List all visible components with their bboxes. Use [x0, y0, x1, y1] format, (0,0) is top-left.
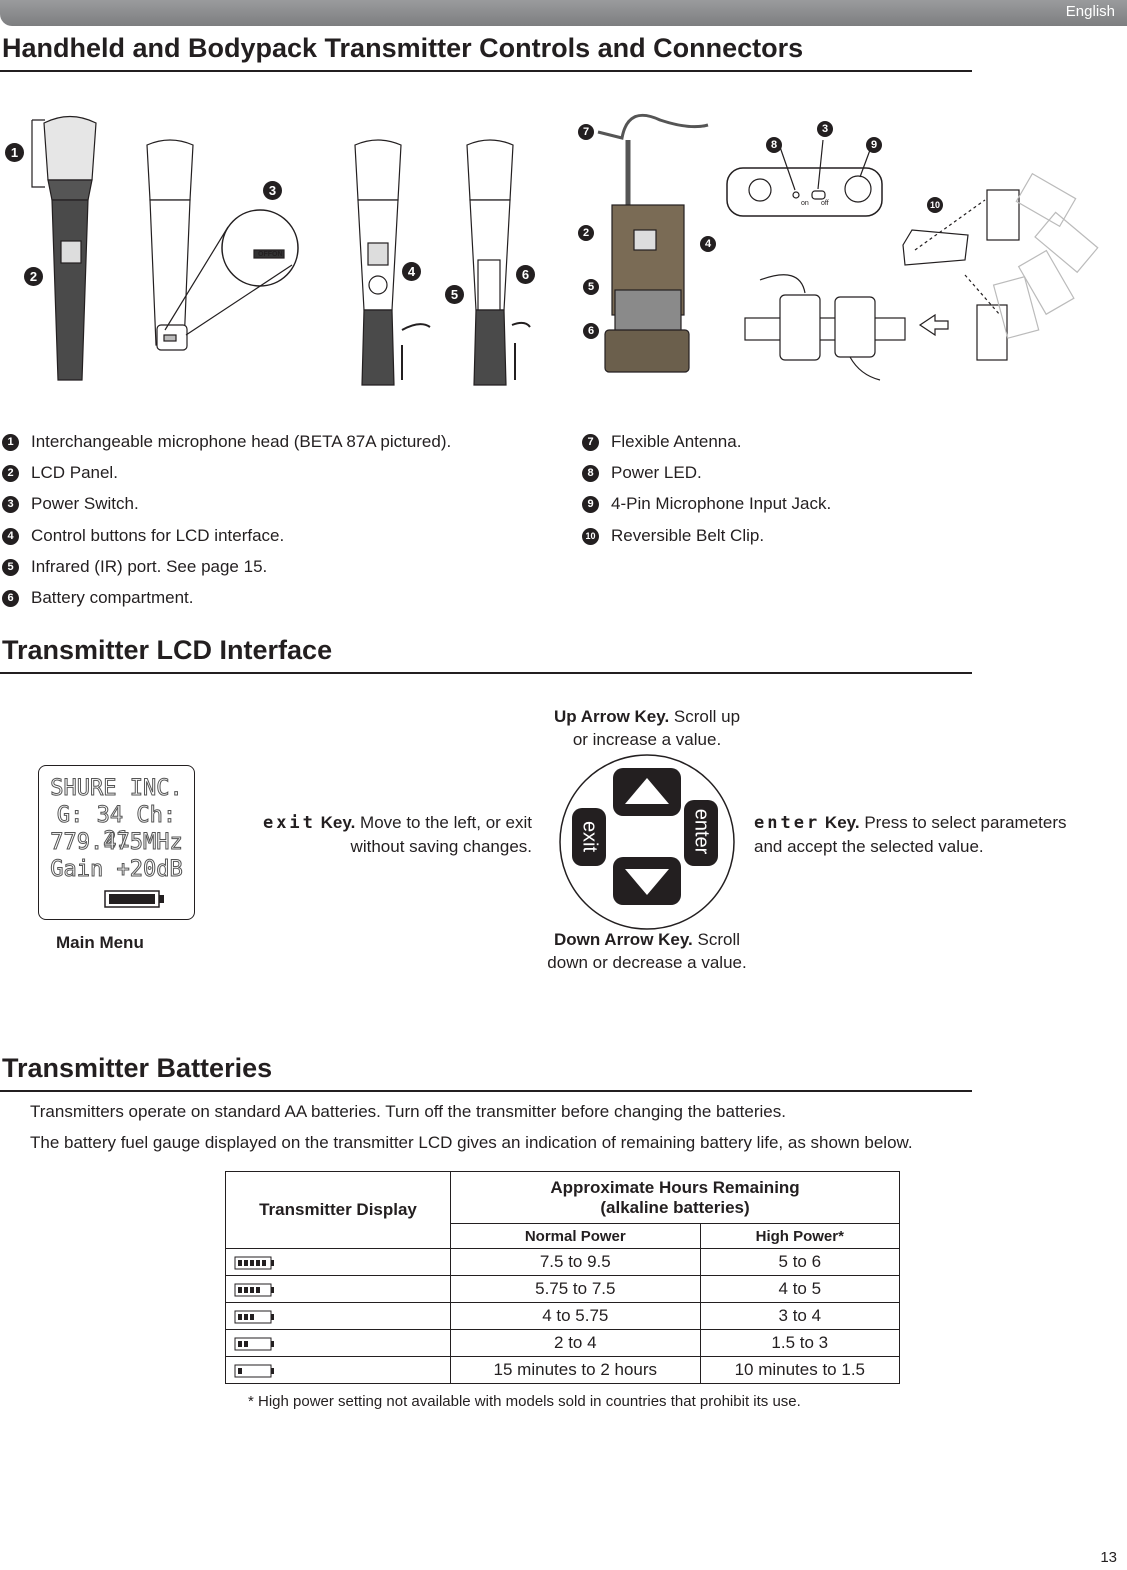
legend-item: 4 Control buttons for LCD interface. [2, 526, 284, 546]
callout-6: 6 [516, 265, 535, 284]
exit-button[interactable]: exit [572, 808, 606, 866]
battery-paragraph-1: Transmitters operate on standard AA batt… [30, 1102, 786, 1121]
battery-bar [238, 1313, 242, 1320]
handheld-mic-1 [31, 115, 97, 381]
transmitter-illustration [31, 114, 1099, 386]
handheld-mic-3 [354, 139, 431, 386]
battery-bar [244, 1259, 248, 1266]
battery-bar [244, 1313, 248, 1320]
enter-button[interactable]: enter [684, 800, 718, 866]
battery-gauge-icon [234, 1306, 276, 1325]
battery-paragraph-2: The battery fuel gauge displayed on the … [30, 1133, 913, 1152]
battery-gauge-icon [234, 1279, 276, 1298]
table-row: 15 minutes to 2 hours 10 minutes to 1.5 [225, 1356, 901, 1384]
legend-item: 6 Battery compartment. [2, 588, 194, 608]
legend-item: 9 4-Pin Microphone Input Jack. [582, 494, 831, 514]
up-key-desc: Up Arrow Key. Scroll up or increase a va… [553, 707, 741, 749]
battery-bar [238, 1367, 242, 1374]
footnote: * High power setting not available with … [248, 1393, 801, 1410]
lcd-line: G: 34 Ch: 21 [56, 803, 177, 854]
handheld-mic-2 [146, 139, 299, 351]
sub-header-normal: Normal Power [450, 1223, 701, 1249]
battery-bar [244, 1286, 248, 1293]
lcd-display: SHURE INC. G: 34 Ch: 21 779.475MHz Gain … [38, 765, 195, 920]
battery-icon [104, 890, 164, 908]
section-rule [0, 672, 972, 674]
section-title-controls: Handheld and Bodypack Transmitter Contro… [2, 33, 804, 63]
lcd-line: 779.475MHz [50, 830, 183, 856]
section-rule [0, 70, 972, 72]
callout-6b: 6 [583, 323, 599, 339]
legend-item: 10 Reversible Belt Clip. [582, 526, 764, 546]
callout-3b: 3 [817, 121, 833, 137]
callout-4: 4 [402, 262, 421, 281]
enter-key-desc: enter Key. Press to select parameters an… [754, 813, 1067, 856]
battery-bar [250, 1286, 254, 1293]
battery-gauge-icon [234, 1252, 276, 1271]
callout-10: 10 [927, 197, 943, 213]
sub-header-high: High Power* [699, 1223, 901, 1249]
legend-item: 7 Flexible Antenna. [582, 432, 741, 452]
col-header-display: Transmitter Display [225, 1171, 451, 1249]
callout-3: 3 [263, 181, 282, 200]
switch-off-label: OFF [258, 251, 272, 258]
battery-table: Transmitter Display Approximate Hours Re… [225, 1171, 901, 1384]
battery-bar [244, 1340, 248, 1347]
table-row: 7.5 to 9.5 5 to 6 [225, 1248, 901, 1276]
bodypack-transmitter [597, 114, 709, 373]
battery-bar [256, 1259, 260, 1266]
up-arrow-button[interactable] [613, 768, 681, 816]
exit-key-desc: exit Key. Move to the left, or exit with… [262, 813, 532, 856]
page-number: 13 [1100, 1549, 1117, 1566]
legend-item: 2 LCD Panel. [2, 463, 118, 483]
section-title-lcd: Transmitter LCD Interface [2, 635, 333, 665]
table-row: 4 to 5.75 3 to 4 [225, 1302, 901, 1330]
table-row: 2 to 4 1.5 to 3 [225, 1329, 901, 1357]
battery-gauge-icon [234, 1360, 276, 1379]
callout-5b: 5 [583, 279, 599, 295]
legend-item: 8 Power LED. [582, 463, 702, 483]
switch-off-small-label: off [821, 200, 829, 207]
bodypack-top-view [726, 139, 883, 217]
battery-bar [238, 1259, 242, 1266]
battery-bar [250, 1259, 254, 1266]
col-header-hours: Approximate Hours Remaining (alkaline ba… [450, 1171, 900, 1224]
down-key-desc: Down Arrow Key. Scroll down or decrease … [547, 930, 747, 972]
battery-bar [238, 1340, 242, 1347]
callout-2: 2 [24, 267, 43, 286]
battery-bar [256, 1286, 260, 1293]
switch-on-label: ON [272, 251, 283, 258]
callout-4b: 4 [700, 236, 716, 252]
table-row: 5.75 to 7.5 4 to 5 [225, 1275, 901, 1303]
lcd-line: SHURE INC. [50, 776, 183, 802]
enter-button-label: enter [690, 808, 713, 855]
keypad [559, 754, 735, 930]
switch-on-small-label: on [801, 200, 809, 207]
legend-item: 5 Infrared (IR) port. See page 15. [2, 557, 267, 577]
callout-7: 7 [578, 124, 594, 140]
callout-8: 8 [766, 137, 782, 153]
callout-9: 9 [866, 137, 882, 153]
callout-1: 1 [5, 143, 24, 162]
handheld-mic-4 [466, 139, 531, 386]
main-menu-label: Main Menu [56, 933, 144, 952]
language-label: English [1065, 3, 1115, 20]
callout-5: 5 [445, 285, 464, 304]
exit-button-label: exit [578, 820, 601, 853]
section-rule [0, 1090, 972, 1092]
callout-2b: 2 [578, 225, 594, 241]
down-arrow-icon [625, 869, 669, 895]
belt-clip-illustration [744, 172, 1099, 381]
battery-bar [238, 1286, 242, 1293]
battery-bar [250, 1313, 254, 1320]
up-arrow-icon [625, 778, 669, 804]
down-arrow-button[interactable] [613, 857, 681, 905]
legend-item: 1 Interchangeable microphone head (BETA … [2, 432, 451, 452]
section-title-batteries: Transmitter Batteries [2, 1053, 273, 1083]
legend-item: 3 Power Switch. [2, 494, 139, 514]
battery-bar [262, 1259, 266, 1266]
battery-gauge-icon [234, 1333, 276, 1352]
lcd-line: Gain +20dB [50, 857, 183, 883]
top-bar: English [0, 0, 1127, 26]
